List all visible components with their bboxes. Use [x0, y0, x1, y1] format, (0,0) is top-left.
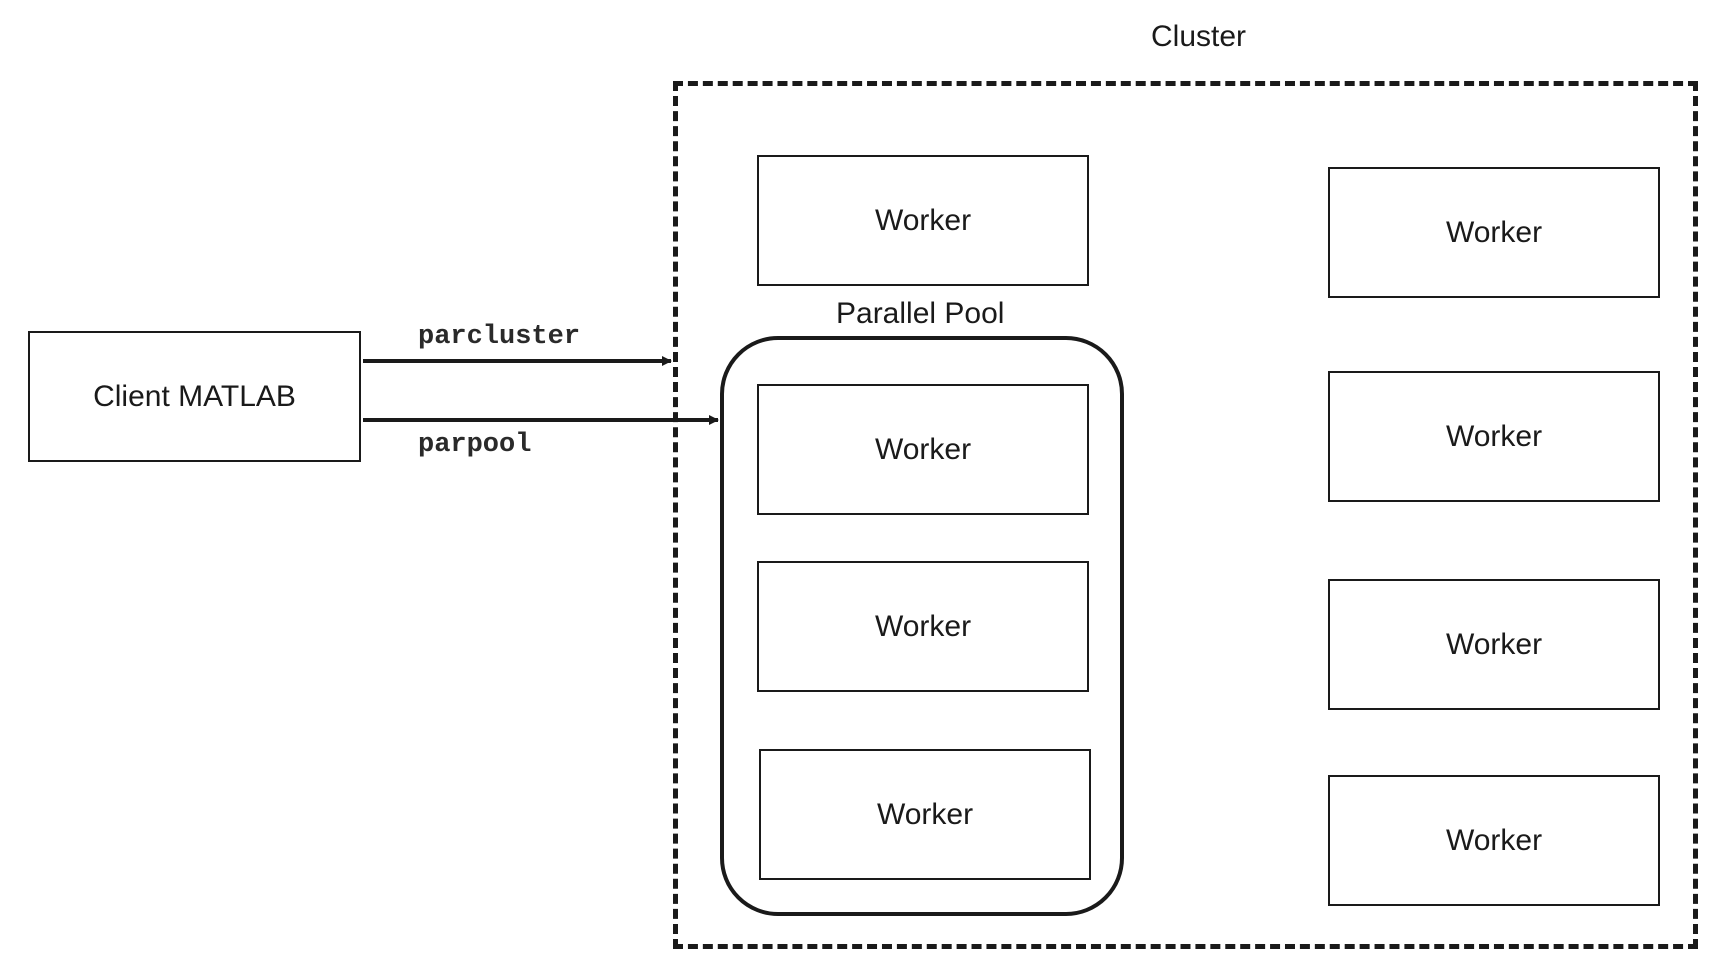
worker-label: Worker [1445, 627, 1543, 661]
parcluster-label: parcluster [418, 322, 581, 352]
cluster-worker-box: Worker [757, 155, 1089, 286]
worker-label: Worker [874, 609, 972, 643]
worker-label: Worker [874, 432, 972, 466]
worker-label: Worker [1445, 419, 1543, 453]
worker-label: Worker [1445, 215, 1543, 249]
cluster-worker-box: Worker [1328, 371, 1660, 502]
client-matlab-box: Client MATLAB [28, 331, 361, 462]
parallel-pool-label: Parallel Pool [836, 297, 1005, 330]
parallel-pool-container [720, 336, 1124, 916]
cluster-label: Cluster [1151, 20, 1247, 53]
worker-label: Worker [1445, 823, 1543, 857]
pool-worker-box: Worker [757, 561, 1089, 692]
cluster-worker-box: Worker [1328, 775, 1660, 906]
pool-worker-box: Worker [757, 384, 1089, 515]
worker-label: Worker [874, 203, 972, 237]
cluster-worker-box: Worker [1328, 579, 1660, 710]
cluster-container [673, 81, 1698, 949]
client-matlab-label: Client MATLAB [93, 379, 296, 413]
cluster-worker-box: Worker [1328, 167, 1660, 298]
parpool-label: parpool [418, 430, 532, 460]
pool-worker-box: Worker [759, 749, 1091, 880]
worker-label: Worker [876, 797, 974, 831]
